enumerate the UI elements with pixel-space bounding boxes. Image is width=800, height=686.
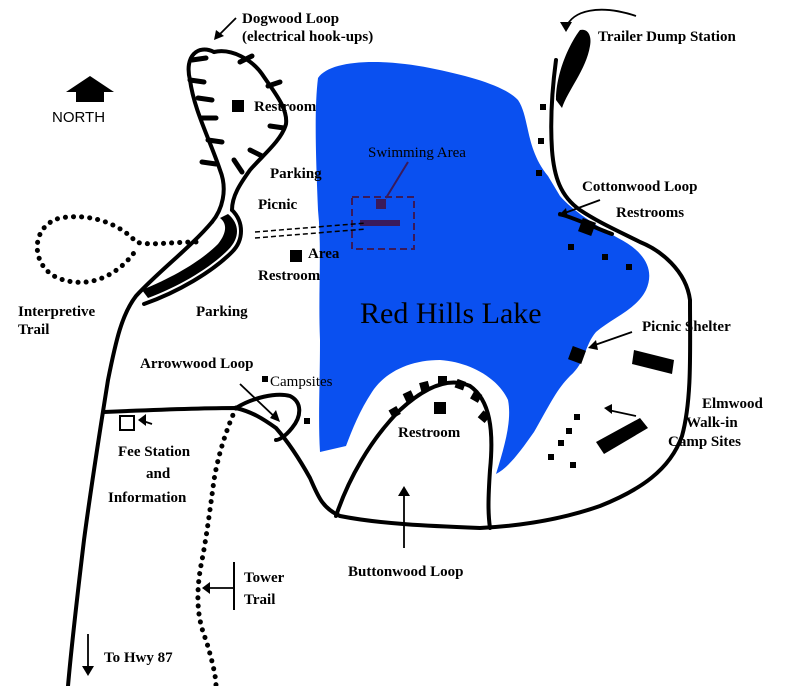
cottonwood-campsites [536,104,632,270]
picnic-shelter-block [632,350,674,374]
dogwood-loop-label: Dogwood Loop [242,11,339,27]
parking-lower-label: Parking [196,304,248,320]
restroom-mid-label: Restroom [258,268,321,284]
picnic-label: Picnic [258,197,297,213]
elmwood-campsites [548,414,648,468]
arrow-heads [82,22,612,676]
fee-station-label-1: Fee Station [118,444,191,460]
buttonwood-campsites [388,376,491,424]
swimming-area-dock [376,199,386,209]
fee-station-label-3: Information [108,490,187,506]
buttonwood-loop-label: Buttonwood Loop [348,564,463,580]
parking-strip-fill [142,214,237,298]
dogwood-campsites [187,53,287,175]
elmwood-label-2: Walk-in [686,415,738,431]
interpretive-trail-label-2: Trail [18,322,49,338]
area-label: Area [308,246,340,262]
elmwood-label-3: Camp Sites [668,434,741,450]
dogwood-loop-subtitle: (electrical hook-ups) [242,29,373,45]
picnic-shelter-icon [568,346,586,364]
swimming-area-boundary [351,196,415,250]
tower-trail [195,405,239,686]
lake-name-label: Red Hills Lake [360,297,542,330]
interpretive-trail-label-1: Interpretive [18,304,96,320]
swimming-area-label: Swimming Area [368,145,466,161]
tower-trail-label-2: Trail [244,592,275,608]
pointer-arrows [87,8,637,672]
restroom-east-icon [578,218,596,236]
to-hwy-label: To Hwy 87 [104,650,173,666]
campsite-square-1 [262,376,268,382]
restroom-south-label: Restroom [398,425,461,441]
parking-upper-label: Parking [270,166,322,182]
restrooms-east-label: Restrooms [616,205,684,221]
fee-station-icon [119,415,135,431]
restroom-north-label: Restroom [254,99,317,115]
restroom-south-icon [434,402,446,414]
restroom-north-icon [232,100,244,112]
tower-trail-label-1: Tower [244,570,285,586]
restroom-mid-icon [290,250,302,262]
arrowwood-loop-label: Arrowwood Loop [140,356,253,372]
walkway-1 [254,222,367,233]
swimming-area-pier [360,220,400,226]
red-hills-lake [315,62,650,475]
interpretive-trail [34,214,199,285]
trailer-dump-station [556,29,591,109]
campsites-label: Campsites [270,374,333,390]
campsite-square-2 [304,418,310,424]
fee-station-label-2: and [146,466,171,482]
walkway-2 [254,228,367,239]
picnic-shelter-label: Picnic Shelter [642,319,731,335]
cottonwood-loop-label: Cottonwood Loop [582,179,697,195]
north-arrow-icon [66,76,114,102]
north-label: NORTH [52,109,105,126]
trailer-dump-label: Trailer Dump Station [598,29,736,45]
elmwood-label-1: Elmwood [702,396,764,412]
swimming-area-pointer [385,161,409,199]
